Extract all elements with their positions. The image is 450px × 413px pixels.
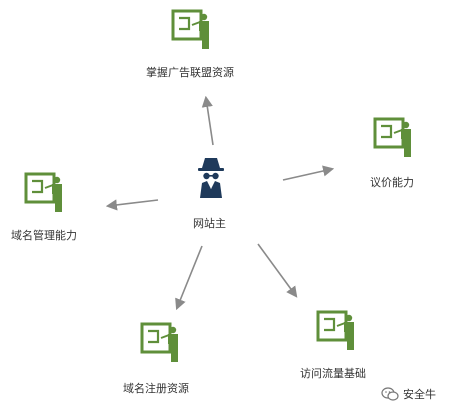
watermark: 安全牛 [381,386,436,402]
center-label: 网站主 [193,217,226,230]
presenter-board-icon [373,117,413,159]
node-label-pricing: 议价能力 [370,176,414,189]
node-label-domain-registration: 域名注册资源 [123,382,189,395]
spy-icon [198,158,224,198]
arrow-to-ad-alliance [201,95,214,146]
wechat-icon [381,387,399,401]
arrow-to-pricing [282,165,335,181]
arrow-to-domain-management [105,199,159,211]
node-label-ad-alliance: 掌握广告联盟资源 [146,66,234,79]
node-label-domain-management: 域名管理能力 [11,229,77,242]
presenter-board-icon [140,322,180,364]
presenter-board-icon [24,172,64,214]
presenter-board-icon [171,9,211,51]
arrow-to-domain-registration [175,245,203,311]
presenter-board-icon [316,310,356,352]
arrow-to-traffic-base [257,243,298,298]
watermark-text: 安全牛 [403,388,436,401]
node-label-traffic-base: 访问流量基础 [300,367,366,380]
